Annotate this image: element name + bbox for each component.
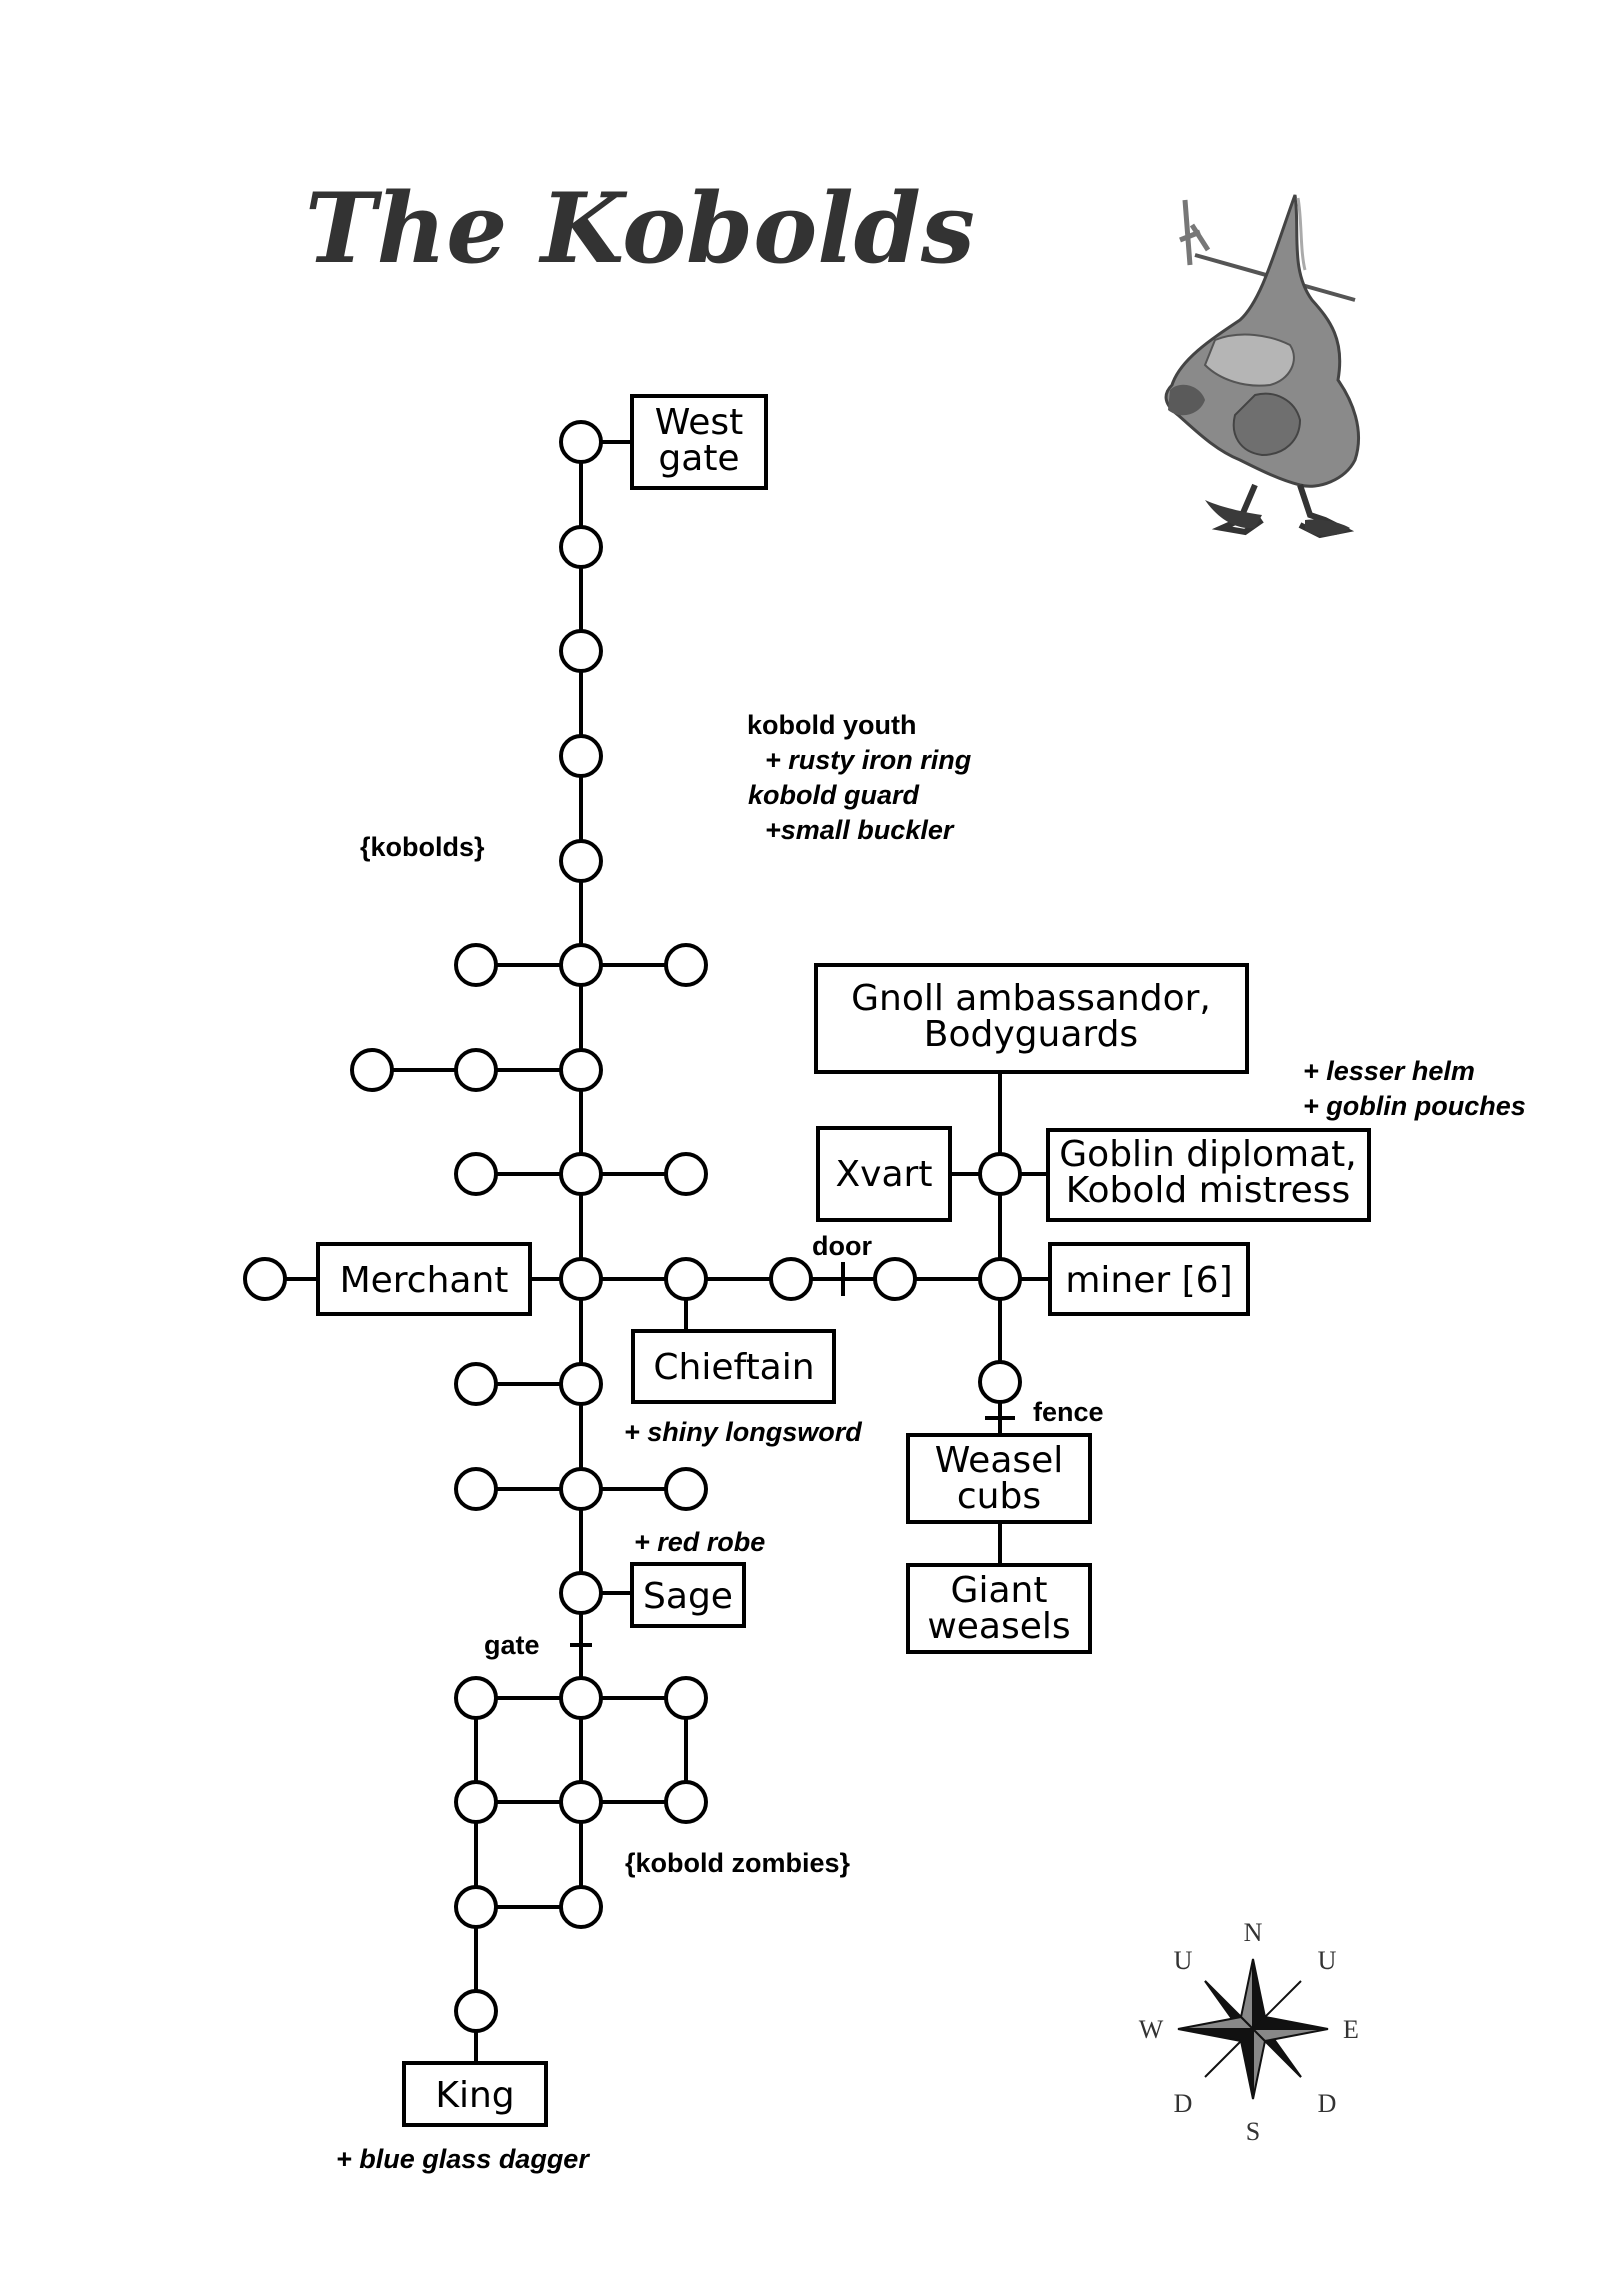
xvart-label: Xvart — [836, 1154, 933, 1195]
note-red-robe: + red robe — [634, 1527, 765, 1557]
node — [978, 1152, 1022, 1196]
node — [559, 1362, 603, 1406]
compass-d-right: D — [1318, 2089, 1337, 2118]
chieftain-box — [631, 1329, 836, 1404]
page-title: The Kobolds — [305, 172, 975, 285]
node — [559, 629, 603, 673]
note-kobold-youth: kobold youth — [747, 710, 916, 740]
node — [559, 1676, 603, 1720]
sage-box — [630, 1562, 746, 1628]
door-label: door — [812, 1231, 872, 1261]
compass-w: W — [1139, 2015, 1164, 2044]
node — [350, 1048, 394, 1092]
compass-n: N — [1244, 1918, 1263, 1947]
west-gate-box — [630, 394, 768, 490]
node — [559, 1467, 603, 1511]
node — [559, 734, 603, 778]
node — [664, 1780, 708, 1824]
xvart-box — [816, 1126, 952, 1222]
gnoll-label-1: Gnoll ambassandor, — [851, 978, 1211, 1019]
note-kobold-zombies: {kobold zombies} — [625, 1848, 851, 1878]
gnoll-ambassador-box — [814, 963, 1249, 1074]
sage-label: Sage — [643, 1576, 733, 1617]
compass-u-right: U — [1318, 1946, 1337, 1975]
node — [559, 1152, 603, 1196]
node — [559, 943, 603, 987]
king-box — [402, 2061, 548, 2127]
giant-weasels-label-1: Giant — [951, 1570, 1048, 1611]
node — [559, 1780, 603, 1824]
king-label: King — [435, 2075, 514, 2116]
node — [454, 1676, 498, 1720]
node — [454, 1362, 498, 1406]
node — [559, 1885, 603, 1929]
giant-weasels-label-2: weasels — [927, 1606, 1070, 1647]
node — [454, 943, 498, 987]
compass-e: E — [1343, 2015, 1359, 2044]
west-gate-label-1: West — [655, 402, 744, 443]
miner-label: miner [6] — [1065, 1260, 1232, 1301]
node — [243, 1257, 287, 1301]
node — [873, 1257, 917, 1301]
gate-label: gate — [484, 1630, 540, 1660]
node — [559, 1571, 603, 1615]
node — [664, 1676, 708, 1720]
compass-u-left: U — [1174, 1946, 1193, 1975]
node — [454, 1989, 498, 2033]
node — [454, 1885, 498, 1929]
node — [454, 1780, 498, 1824]
merchant-label: Merchant — [340, 1260, 509, 1301]
node — [454, 1152, 498, 1196]
kobold-figure-icon — [1164, 194, 1360, 539]
compass-s: S — [1246, 2117, 1260, 2146]
west-gate-label-2: gate — [658, 438, 739, 479]
note-rusty-iron-ring: + rusty iron ring — [765, 745, 972, 775]
compass-d-left: D — [1174, 2089, 1193, 2118]
node — [664, 943, 708, 987]
miner-box — [1048, 1242, 1250, 1316]
node — [978, 1257, 1022, 1301]
goblin-label-2: Kobold mistress — [1066, 1170, 1351, 1211]
compass-rose-icon: N S E W U U D D — [1139, 1918, 1359, 2146]
weasel-cubs-label-2: cubs — [957, 1476, 1041, 1517]
barrier-ticks — [570, 1262, 1015, 1647]
note-blue-glass-dagger: + blue glass dagger — [336, 2144, 590, 2174]
node — [559, 420, 603, 464]
annotations: kobold youth + rusty iron ring kobold gu… — [336, 710, 1526, 2174]
node — [769, 1257, 813, 1301]
note-small-buckler: +small buckler — [765, 815, 955, 845]
node — [454, 1467, 498, 1511]
node — [559, 1257, 603, 1301]
goblin-label-1: Goblin diplomat, — [1059, 1134, 1356, 1175]
node — [559, 525, 603, 569]
merchant-box — [316, 1242, 532, 1316]
weasel-cubs-label-1: Weasel — [935, 1440, 1064, 1481]
chieftain-label: Chieftain — [653, 1347, 814, 1388]
fence-label: fence — [1033, 1397, 1104, 1427]
note-kobold-guard: kobold guard — [748, 780, 919, 810]
room-labels: West gate Gnoll ambassandor, Bodyguards … — [340, 402, 1357, 2116]
room-nodes — [243, 420, 1022, 2033]
note-kobolds-group: {kobolds} — [360, 832, 485, 862]
room-boxes — [316, 394, 1371, 2127]
note-goblin-pouches: + goblin pouches — [1303, 1091, 1526, 1121]
weasel-cubs-box — [906, 1433, 1092, 1524]
goblin-diplomat-box — [1046, 1128, 1371, 1222]
node — [559, 839, 603, 883]
node — [454, 1048, 498, 1092]
note-lesser-helm: + lesser helm — [1303, 1056, 1475, 1086]
node — [559, 1048, 603, 1092]
giant-weasels-box — [906, 1563, 1092, 1654]
node — [978, 1360, 1022, 1404]
node — [664, 1152, 708, 1196]
gnoll-label-2: Bodyguards — [924, 1014, 1138, 1055]
node — [664, 1467, 708, 1511]
note-shiny-longsword: + shiny longsword — [624, 1417, 862, 1447]
node — [664, 1257, 708, 1301]
